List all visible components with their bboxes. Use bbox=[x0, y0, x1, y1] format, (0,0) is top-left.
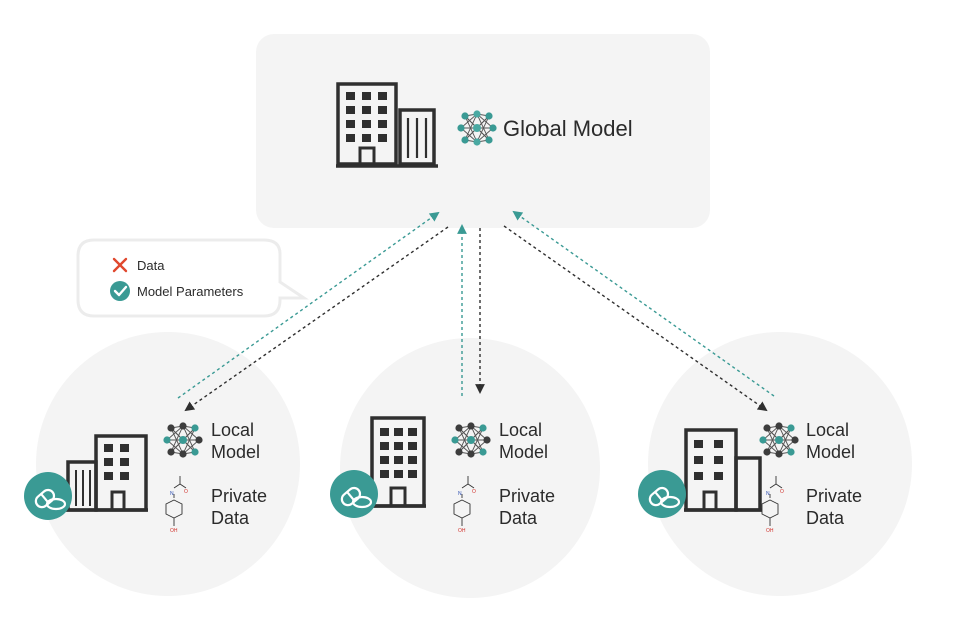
client-1-molecule-icon: N O OH bbox=[165, 476, 188, 534]
client-3-model-line2: Model bbox=[806, 442, 855, 462]
client-2-molecule-icon: N O OH bbox=[453, 476, 476, 534]
client-1: Local Model N O OH Private Data bbox=[24, 420, 267, 534]
client-2-data-line2: Data bbox=[499, 508, 538, 528]
client-3-neural-network-icon bbox=[758, 421, 800, 459]
arrow-global-to-client1 bbox=[184, 226, 449, 412]
client-2-nh-label: N bbox=[458, 491, 462, 497]
client-2-building-icon bbox=[370, 416, 426, 508]
global-model-title: Global Model bbox=[503, 116, 633, 141]
legend-model-parameters-label: Model Parameters bbox=[137, 284, 244, 299]
global-neural-network-icon bbox=[456, 109, 498, 147]
client-2-neural-network-icon bbox=[450, 421, 492, 459]
client-3-data-line1: Private bbox=[806, 486, 862, 506]
client-1-oh-label: OH bbox=[170, 528, 178, 534]
client-1-data-line1: Private bbox=[211, 486, 267, 506]
legend-callout: Data Model Parameters bbox=[76, 238, 309, 318]
global-server-building-icon bbox=[336, 82, 438, 168]
client-3-oh-label: OH bbox=[766, 528, 774, 534]
client-1-data-line2: Data bbox=[211, 508, 250, 528]
client-1-o-label: O bbox=[184, 489, 188, 495]
client-3-molecule-icon: N O OH bbox=[761, 476, 784, 534]
client-3-model-line1: Local bbox=[806, 420, 849, 440]
client-3-circle bbox=[648, 332, 912, 596]
client-2-oh-label: OH bbox=[458, 528, 466, 534]
client-1-nh-label: N bbox=[170, 491, 174, 497]
client-2-pill-icon bbox=[330, 470, 378, 518]
cross-icon bbox=[112, 257, 128, 273]
client-3-building-icon bbox=[684, 428, 762, 512]
client-3-nh-label: N bbox=[766, 491, 770, 497]
client-1-building-icon bbox=[66, 434, 148, 512]
client-3: Local Model N O OH Private Data bbox=[638, 420, 862, 534]
client-1-model-line2: Model bbox=[211, 442, 260, 462]
client-2-circle bbox=[340, 338, 600, 598]
legend-data-label: Data bbox=[137, 258, 165, 273]
client-2-model-line2: Model bbox=[499, 442, 548, 462]
client-1-neural-network-icon bbox=[162, 421, 204, 459]
arrow-client1-to-global-params bbox=[177, 211, 440, 399]
client-2-o-label: O bbox=[472, 489, 476, 495]
client-2: Local Model N O OH Private Data bbox=[330, 416, 555, 534]
client-3-o-label: O bbox=[780, 489, 784, 495]
client-2-model-line1: Local bbox=[499, 420, 542, 440]
client-1-model-line1: Local bbox=[211, 420, 254, 440]
arrow-global-to-client3 bbox=[503, 225, 768, 412]
client-3-pill-icon bbox=[638, 470, 686, 518]
client-3-data-line2: Data bbox=[806, 508, 845, 528]
arrow-client3-to-global-params bbox=[512, 210, 775, 397]
client-1-pill-icon bbox=[24, 472, 72, 520]
client-1-circle bbox=[36, 332, 300, 596]
check-circle-icon bbox=[110, 281, 130, 301]
client-2-data-line1: Private bbox=[499, 486, 555, 506]
global-model-panel bbox=[256, 34, 710, 228]
